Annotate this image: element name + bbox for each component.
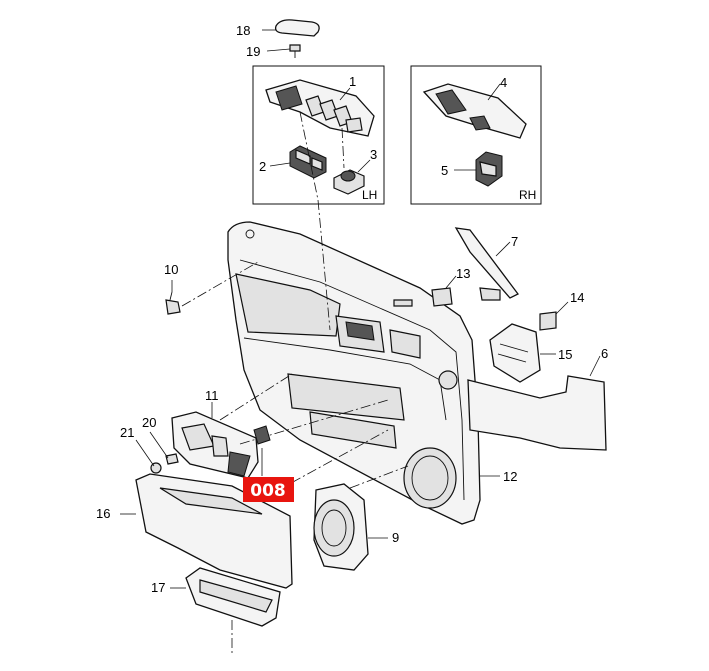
label-13: 13 (456, 266, 470, 281)
label-2: 2 (259, 159, 266, 174)
label-19: 19 (246, 44, 260, 59)
part-1-switch-bezel[interactable] (265, 79, 375, 137)
label-16: 16 (96, 506, 110, 521)
label-15: 15 (558, 347, 572, 362)
lh-label: LH (362, 188, 377, 202)
part-20-screw[interactable] (165, 453, 179, 465)
part-small-switch[interactable] (253, 425, 271, 445)
part-7-mirror-cover[interactable] (454, 227, 519, 299)
part-2-window-switch[interactable] (289, 145, 327, 179)
label-5: 5 (441, 163, 448, 178)
rh-switch-box (410, 65, 542, 205)
label-11: 11 (205, 388, 219, 403)
label-7: 7 (511, 234, 518, 249)
part-19-screw[interactable] (289, 44, 301, 58)
label-14: 14 (570, 290, 584, 305)
label-9: 9 (392, 530, 399, 545)
part-10-trim-clip[interactable] (165, 291, 181, 315)
part-17-storage-tray[interactable] (185, 567, 281, 627)
part-3-mirror-switch[interactable] (333, 169, 365, 195)
label-18: 18 (236, 23, 250, 38)
part-18-cover-cap[interactable] (274, 19, 320, 37)
part-4-rh-switch-bezel[interactable] (422, 83, 527, 139)
part-12-door-trim-panel[interactable] (227, 221, 481, 525)
callout-008-background (243, 477, 294, 502)
label-17: 17 (151, 580, 165, 595)
callout-008-text: 008 (250, 481, 286, 501)
label-20: 20 (142, 415, 156, 430)
part-16-armrest-pocket[interactable] (135, 473, 293, 589)
rh-label: RH (519, 188, 536, 202)
part-15-bracket[interactable] (489, 323, 541, 383)
label-10: 10 (164, 262, 178, 277)
label-6: 6 (601, 346, 608, 361)
part-6-watershield[interactable] (467, 375, 607, 451)
part-5-rh-window-switch[interactable] (475, 151, 503, 187)
label-21: 21 (120, 425, 134, 440)
label-4: 4 (500, 75, 507, 90)
label-3: 3 (370, 147, 377, 162)
part-11-armrest-bezel[interactable] (171, 411, 259, 479)
label-12: 12 (503, 469, 517, 484)
label-1: 1 (349, 74, 356, 89)
part-14-clip[interactable] (539, 311, 557, 331)
callout-008[interactable]: 008 (243, 477, 294, 502)
part-13-clip[interactable] (431, 287, 501, 307)
part-9-speaker[interactable] (313, 483, 369, 571)
